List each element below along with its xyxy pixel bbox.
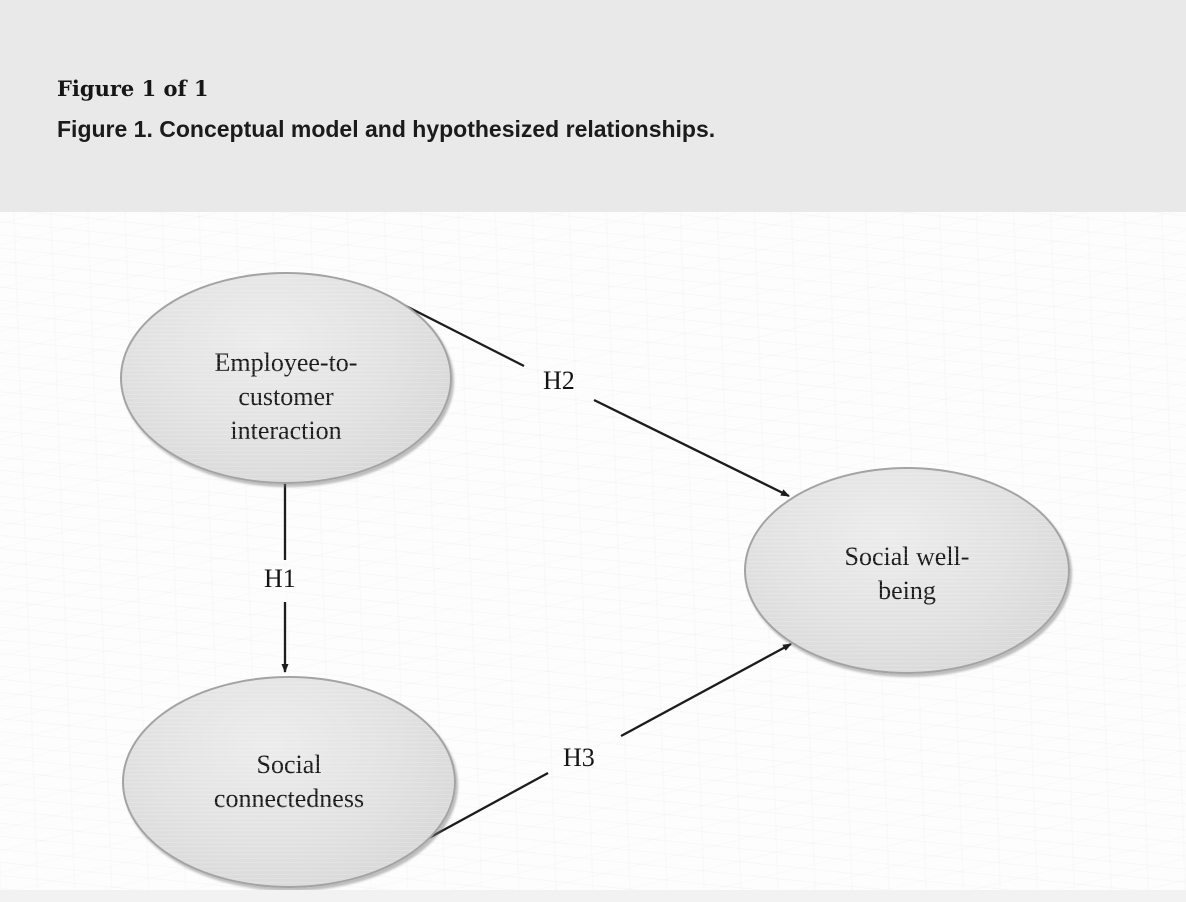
figure-header: Figure 1 of 1 Figure 1. Conceptual model… (0, 0, 1186, 212)
node-label-line: Employee-to- (214, 348, 358, 377)
node-social-connectedness: Social connectedness (122, 676, 456, 888)
node-social-well-being: Social well- being (744, 467, 1070, 674)
node-label-line: Social (256, 750, 322, 779)
node-label-line: connectedness (213, 784, 365, 813)
edge-label-h3: H3 (563, 743, 595, 772)
edge-label-h2: H2 (543, 366, 575, 395)
node-label-line: customer (238, 382, 334, 411)
node-employee-to-customer-interaction: Employee-to- customer interaction (120, 272, 452, 484)
figure-counter: Figure 1 of 1 (57, 76, 209, 101)
node-label-line: being (878, 576, 936, 605)
arrow-h2 (399, 301, 790, 498)
figure-canvas: Employee-to- customer interaction Social… (0, 212, 1186, 902)
bottom-strip (0, 890, 1186, 902)
edge-label-h1: H1 (264, 564, 296, 593)
node-label-line: interaction (230, 416, 342, 445)
node-label-line: Social well- (844, 542, 970, 571)
figure-caption: Figure 1. Conceptual model and hypothesi… (57, 116, 716, 142)
arrow-h3 (404, 642, 792, 853)
